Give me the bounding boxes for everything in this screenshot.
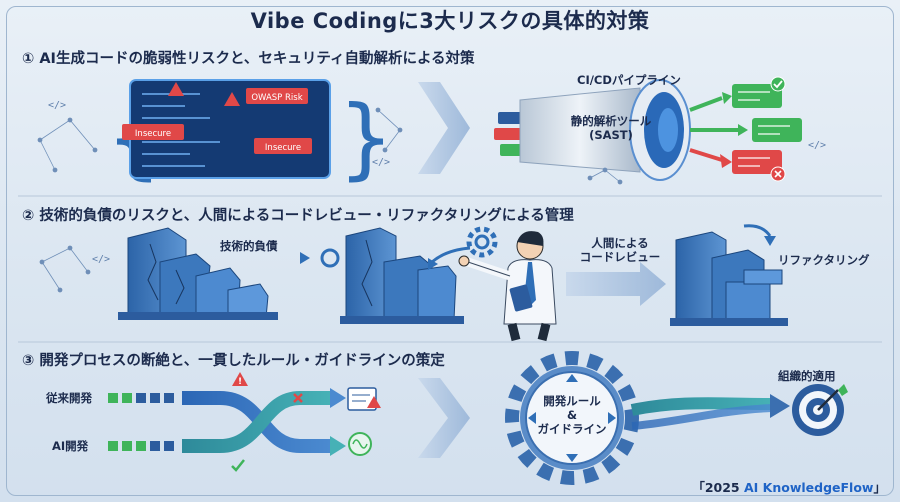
cross-icon [293,393,303,403]
network-decoration-left [37,117,98,173]
right-brace: } [338,86,394,189]
document-warning-icon [347,387,381,411]
review-arrow [566,262,666,306]
badge-insecure-1 [122,124,184,140]
chevron-arrow-1 [418,82,470,174]
pipeline-label: CI/CDパイプライン [577,73,681,87]
section-1-heading: ① AI生成コードの脆弱性リスクと、セキュリティ自動解析による対策 [22,51,475,67]
reviewer-person [458,231,557,342]
svg-text:OWASP Risk: OWASP Risk [251,93,302,103]
tech-debt-blocks [118,227,278,320]
gear-icon [466,226,498,258]
cracked-tower [340,227,464,324]
svg-text:Insecure: Insecure [135,129,171,139]
code-review-label: 人間による コードレビュー [579,236,661,264]
svg-text:</>: </> [372,157,390,168]
chevron-arrow-3 [418,378,470,458]
organizational-apply-label: 組織的適用 [778,369,836,383]
svg-text:</>: </> [92,254,110,265]
rules-gear [505,351,639,485]
outer-frame [6,6,894,496]
svg-text:</>: </> [808,140,826,151]
traditional-dev-label: 従来開発 [46,391,92,405]
output-arrow [770,394,790,418]
result-ok-2 [752,118,802,142]
sast-funnel [519,87,641,173]
ai-progress [108,441,174,451]
tech-debt-label: 技術的負債 [220,239,278,253]
ai-dev-label: AI開発 [52,439,89,453]
section-2-heading: ② 技術的負債のリスクと、人間によるコードレビュー・リファクタリングによる管理 [22,208,574,224]
flow-ai [182,391,330,453]
refactored-blocks [670,231,788,326]
svg-text:Insecure: Insecure [265,143,301,153]
badge-owasp [246,88,308,104]
sast-tool-label: 静的解析ツール (SAST) [570,114,652,142]
result-fail [732,150,782,174]
section-3-heading: ③ 開発プロセスの断絶と、一貫したルール・ガイドラインの策定 [22,353,445,369]
result-ok-1 [732,84,782,108]
target-icon [792,384,848,436]
refactoring-label: リファクタリング [778,253,870,267]
svg-text:</>: </> [48,100,66,111]
rules-guideline-label: 開発ルール & ガイドライン [537,394,607,436]
page-title: Vibe Codingに3大リスクの具体的対策 [250,9,650,33]
svg-text:!: ! [238,377,242,387]
traditional-progress [108,393,174,403]
badge-insecure-2 [254,138,312,154]
footer-credit: 「2025 AI KnowledgeFlow」 [692,480,886,495]
warning-icon [232,372,248,386]
brain-icon [348,432,372,456]
check-icon [231,459,245,472]
